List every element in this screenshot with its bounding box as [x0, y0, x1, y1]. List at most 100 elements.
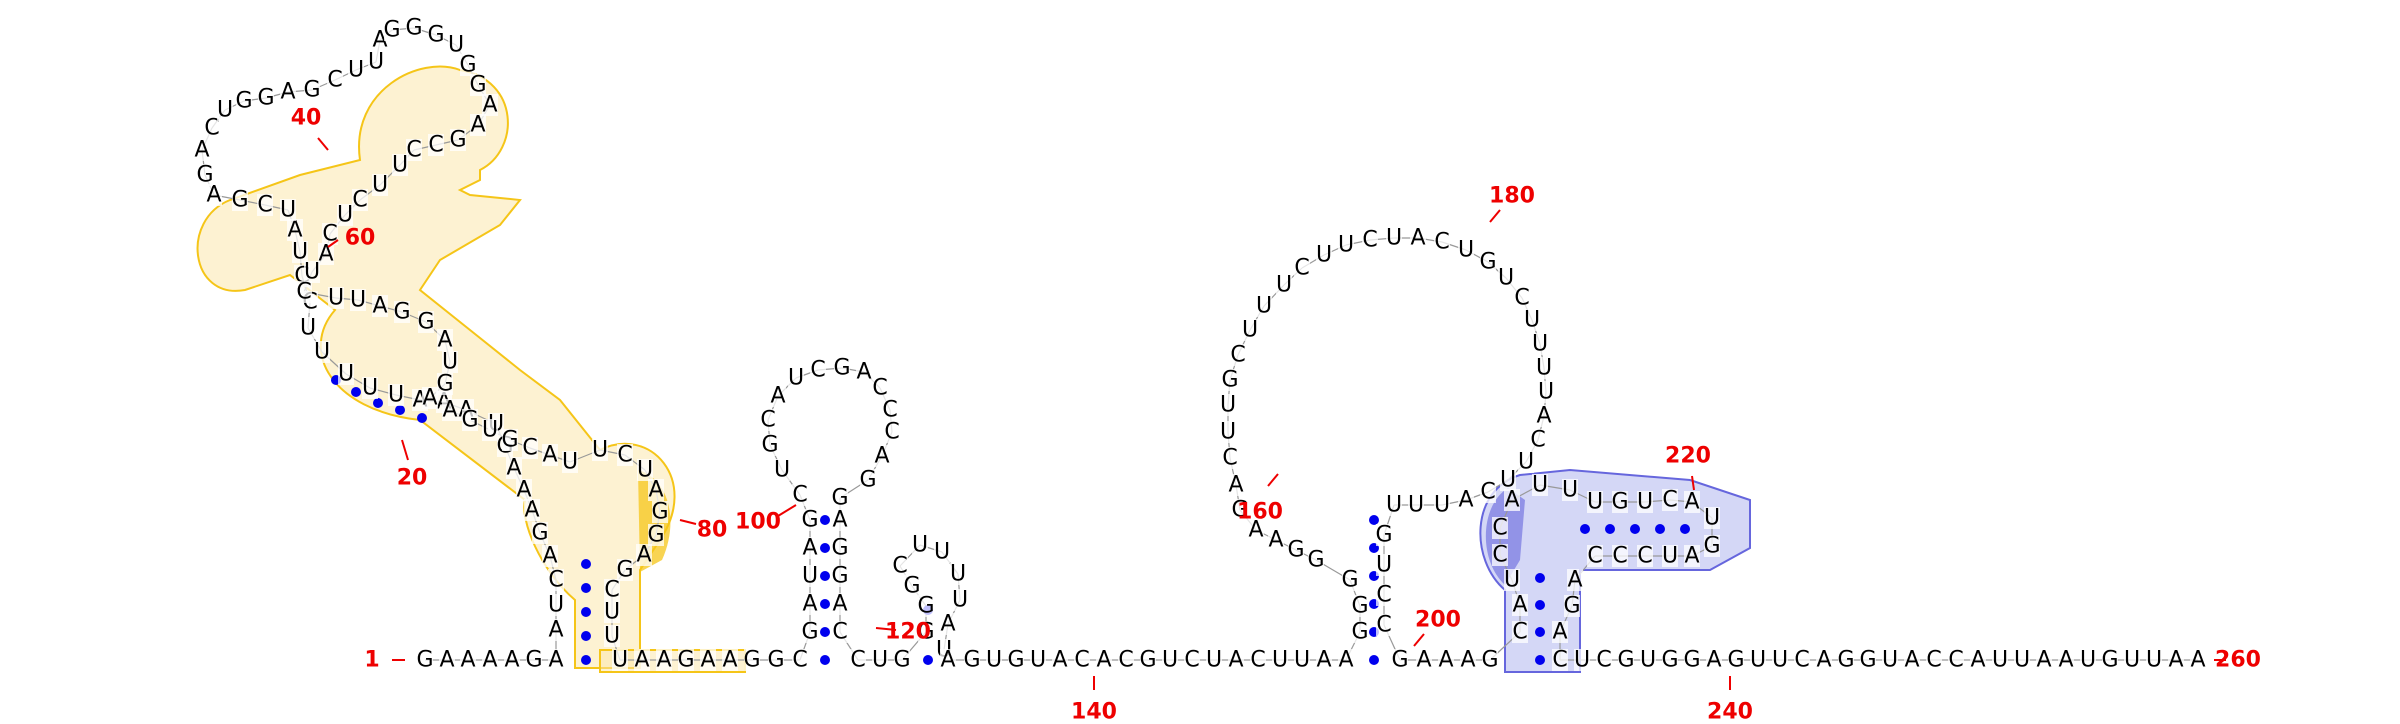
nucleotide-bg — [2014, 649, 2030, 671]
nucleotide: U — [1574, 648, 1590, 673]
nucleotide: G — [859, 468, 876, 493]
nucleotide: C — [1230, 343, 1245, 368]
nucleotide-bg — [1434, 494, 1450, 516]
nucleotide: U — [372, 173, 388, 198]
nucleotide: A — [1816, 648, 1831, 673]
nucleotide: C — [1926, 648, 1941, 673]
nucleotide: A — [1706, 648, 1721, 673]
nucleotide-bg — [940, 649, 956, 671]
nucleotide: U — [1524, 308, 1540, 333]
nucleotide: C — [428, 133, 443, 158]
nucleotide-bg — [1352, 621, 1368, 643]
nucleotide-bg — [952, 589, 968, 611]
nucleotide: G — [1007, 648, 1024, 673]
nucleotide: U — [872, 648, 888, 673]
nucleotide-bg — [548, 594, 564, 616]
nucleotide-bg — [802, 621, 818, 643]
nucleotide-bg — [1704, 535, 1720, 557]
nucleotide: U — [1408, 493, 1424, 518]
nucleotide-bg — [350, 289, 366, 311]
nucleotide-bg — [470, 74, 486, 96]
nucleotide-bg — [327, 69, 343, 91]
nucleotide: G — [1617, 648, 1634, 673]
nucleotide-bg — [1684, 649, 1700, 671]
nucleotide: U — [362, 376, 378, 401]
nucleotide: U — [1458, 238, 1474, 263]
nucleotide-bg — [1492, 517, 1508, 539]
nucleotide: G — [1661, 648, 1678, 673]
nucleotide-bg — [1386, 494, 1402, 516]
nucleotide-bg — [2058, 649, 2074, 671]
nucleotide-bg — [872, 377, 888, 399]
nucleotide-bg — [1220, 394, 1236, 416]
position-number-160: 160 — [1237, 500, 1283, 525]
nucleotide-bg — [1637, 491, 1653, 513]
nucleotide-bg — [258, 87, 274, 109]
nucleotide: U — [328, 286, 344, 311]
position-tick — [1489, 209, 1501, 223]
nucleotide: C — [1434, 230, 1449, 255]
nucleotide: C — [850, 648, 865, 673]
nucleotide-bg — [437, 373, 453, 395]
nucleotide: U — [612, 648, 628, 673]
nucleotide-bg — [2168, 649, 2184, 671]
nucleotide-bg — [1342, 569, 1358, 591]
nucleotide: U — [1532, 473, 1548, 498]
nucleotide-bg — [934, 541, 950, 563]
nucleotide-bg — [1338, 649, 1354, 671]
nucleotide: A — [648, 478, 663, 503]
nucleotide-bg — [1612, 491, 1628, 513]
position-tick — [1413, 633, 1425, 647]
nucleotide-bg — [802, 593, 818, 615]
nucleotide: C — [1184, 648, 1199, 673]
nucleotide: G — [831, 536, 848, 561]
nucleotide-bg — [1416, 649, 1432, 671]
nucleotide: U — [952, 588, 968, 613]
nucleotide-bg — [394, 301, 410, 323]
base-pair-dot — [820, 543, 830, 553]
nucleotide: U — [392, 153, 408, 178]
nucleotide: A — [1268, 528, 1283, 553]
nucleotide: A — [504, 648, 519, 673]
nucleotide: G — [1375, 523, 1392, 548]
nucleotide: C — [882, 398, 897, 423]
nucleotide: U — [368, 50, 384, 75]
nucleotide: A — [1228, 473, 1243, 498]
nucleotide-bg — [1706, 649, 1722, 671]
nucleotide-bg — [482, 94, 498, 116]
nucleotide-bg — [562, 451, 578, 473]
nucleotide: G — [1479, 250, 1496, 275]
nucleotide-bg — [300, 317, 316, 339]
base-pair-dot — [373, 398, 383, 408]
nucleotide-bg — [768, 649, 784, 671]
base-pair-dot — [1535, 627, 1545, 637]
nucleotide-bg — [950, 563, 966, 585]
nucleotide-bg — [2036, 649, 2052, 671]
nucleotide-bg — [770, 385, 786, 407]
nucleotide-bg — [2124, 649, 2140, 671]
nucleotide-bg — [197, 164, 213, 186]
nucleotide-bg — [1518, 451, 1534, 473]
nucleotide: A — [636, 543, 651, 568]
position-tick — [1691, 475, 1695, 491]
nucleotide: U — [1386, 226, 1402, 251]
nucleotide-bg — [296, 281, 312, 303]
nucleotide: A — [2190, 648, 2205, 673]
nucleotide: A — [1096, 648, 1111, 673]
nucleotide: C — [1612, 544, 1627, 569]
nucleotide-bg — [1376, 554, 1392, 576]
nucleotide-bg — [634, 649, 650, 671]
nucleotide: G — [801, 620, 818, 645]
nucleotide-bg — [700, 649, 716, 671]
nucleotide: C — [617, 443, 632, 468]
nucleotide-bg — [1567, 569, 1583, 591]
nucleotide-bg — [1596, 649, 1612, 671]
position-number-180: 180 — [1489, 184, 1535, 209]
nucleotide: A — [770, 384, 785, 409]
nucleotide: A — [856, 360, 871, 385]
nucleotide-bg — [1512, 594, 1528, 616]
nucleotide: C — [1530, 428, 1545, 453]
nucleotide: C — [1662, 488, 1677, 513]
nucleotide-bg — [1118, 649, 1134, 671]
